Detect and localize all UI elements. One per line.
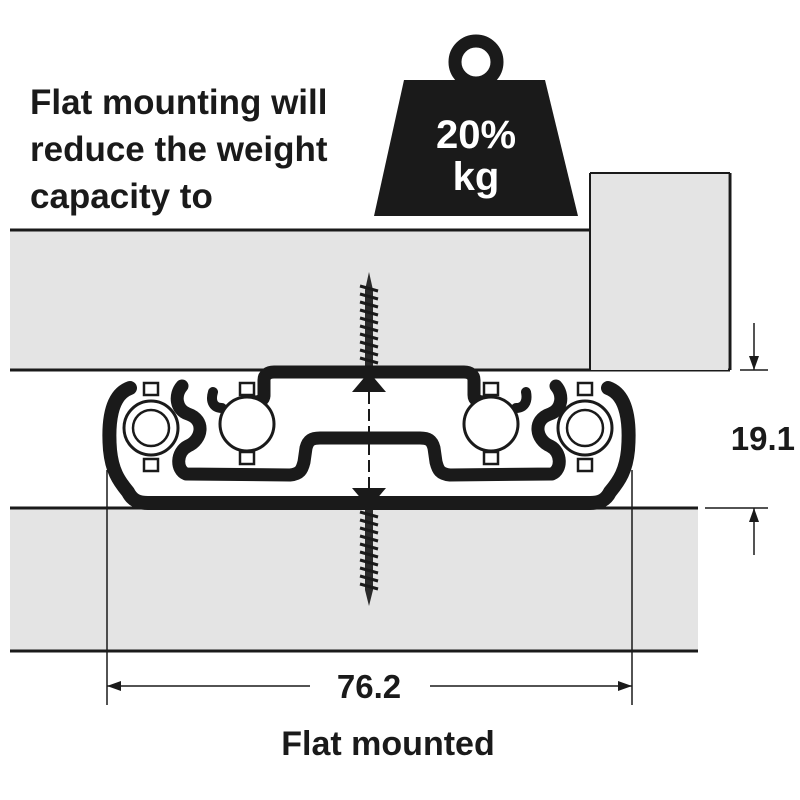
width-dimension: 76.2 bbox=[106, 470, 633, 705]
screw-icon bbox=[352, 272, 386, 392]
weight-note-line-3: capacity to bbox=[30, 177, 213, 216]
height-dimension-label: 19.1 bbox=[731, 420, 795, 457]
ball-bearing-icon bbox=[462, 381, 520, 466]
side-panel bbox=[589, 172, 732, 370]
weight-note: Flat mounting will reduce the weight cap… bbox=[30, 83, 328, 216]
ball-bearing-icon bbox=[122, 381, 180, 473]
slide-profile bbox=[102, 365, 636, 510]
height-dimension: 19.1 bbox=[705, 323, 795, 555]
weight-icon: 20% kg bbox=[374, 34, 578, 216]
ball-bearing-icon bbox=[556, 381, 614, 473]
cabinet-panel bbox=[10, 506, 698, 653]
diagram-caption: Flat mounted bbox=[281, 725, 494, 763]
ball-bearing-icon bbox=[218, 381, 276, 466]
width-dimension-label: 76.2 bbox=[337, 668, 401, 705]
weight-note-line-2: reduce the weight bbox=[30, 130, 328, 169]
weight-note-line-1: Flat mounting will bbox=[30, 83, 327, 122]
weight-unit: kg bbox=[453, 155, 500, 199]
weight-percent: 20% bbox=[436, 113, 516, 157]
